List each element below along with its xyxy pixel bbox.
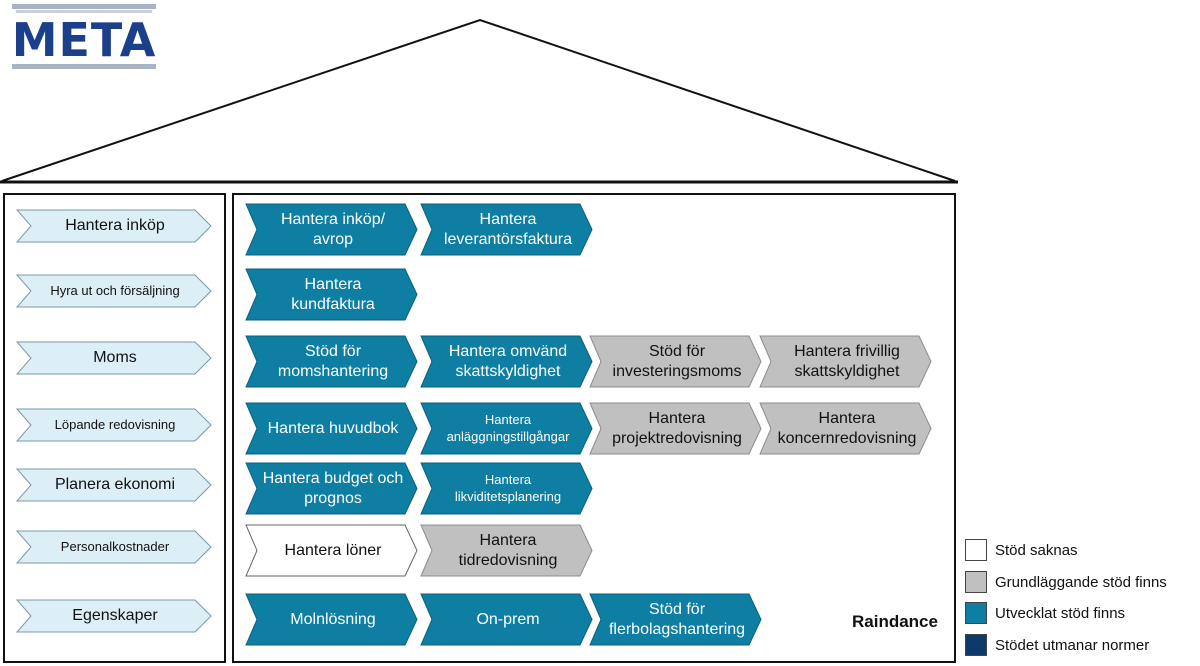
process-chevron-label: On-prem: [476, 610, 540, 628]
legend-swatch: [965, 602, 987, 624]
process-chevron: Hantera koncernredovisning: [759, 402, 932, 455]
process-chevron-shape: [245, 335, 418, 388]
process-chevron-label: Hantera frivillig skattskyldighet: [794, 342, 900, 380]
process-chevron-shape: [420, 203, 593, 256]
category-chevron: Hantera inköp: [15, 209, 212, 243]
process-chevron: Hantera likviditetsplanering: [420, 462, 593, 515]
process-chevron: Hantera budget och prognos: [245, 462, 418, 515]
legend-swatch: [965, 571, 987, 593]
legend-label: Stöd saknas: [995, 541, 1078, 559]
process-chevron-label: Hantera likviditetsplanering: [454, 472, 562, 504]
category-chevron-shape: [15, 530, 212, 564]
process-chevron: Stöd för investeringsmoms: [589, 335, 762, 388]
legend-label: Grundläggande stöd finns: [995, 573, 1167, 591]
legend-item: Stöd saknas: [965, 539, 1078, 561]
legend-item: Grundläggande stöd finns: [965, 571, 1167, 593]
process-chevron: Hantera huvudbok: [245, 402, 418, 455]
process-chevron: Stöd för flerbolagshantering: [589, 593, 762, 646]
process-chevron: Hantera projektredovisning: [589, 402, 762, 455]
category-chevron: Hyra ut och försäljning: [15, 274, 212, 308]
process-chevron: Hantera kundfaktura: [245, 268, 418, 321]
category-chevron: Planera ekonomi: [15, 468, 212, 502]
logo-graphic: [12, 4, 156, 69]
process-chevron-shape: [245, 402, 418, 455]
category-chevron: Egenskaper: [15, 599, 212, 633]
process-chevron-label: Hantera budget och prognos: [262, 469, 404, 507]
category-chevron: Löpande redovisning: [15, 408, 212, 442]
legend-item: Stödet utmanar normer: [965, 634, 1149, 656]
process-chevron-label: Stöd för flerbolagshantering: [608, 600, 746, 638]
category-chevron: Personalkostnader: [15, 530, 212, 564]
process-chevron: Stöd för momshantering: [245, 335, 418, 388]
category-chevron-label: Hyra ut och försäljning: [50, 282, 180, 298]
category-chevron-shape: [15, 599, 212, 633]
process-chevron-shape: [245, 268, 418, 321]
category-chevron-shape: [15, 209, 212, 243]
category-chevron-label: Planera ekonomi: [54, 476, 176, 493]
category-chevron-label: Moms: [93, 349, 137, 366]
process-chevron-shape: [589, 335, 762, 388]
process-chevron-shape: [245, 203, 418, 256]
process-chevron: Molnlösning: [245, 593, 418, 646]
process-chevron-shape: [759, 335, 932, 388]
category-chevron: Moms: [15, 341, 212, 375]
process-chevron-shape: [589, 402, 762, 455]
system-name-label: Raindance: [852, 612, 938, 631]
category-chevron-label: Hantera inköp: [65, 217, 165, 234]
category-column-frame: [3, 193, 226, 663]
process-chevron: On-prem: [420, 593, 593, 646]
process-chevron-shape: [245, 593, 418, 646]
process-chevron-shape: [420, 593, 593, 646]
house-roof: [0, 18, 958, 184]
legend-swatch: [965, 539, 987, 561]
process-chevron-label: Hantera leverantörsfaktura: [443, 210, 573, 248]
process-chevron: Hantera tidredovisning: [420, 524, 593, 577]
process-chevron-shape: [420, 462, 593, 515]
category-chevron-shape: [15, 341, 212, 375]
process-chevron-label: Hantera huvudbok: [267, 419, 399, 437]
category-chevron-label: Egenskaper: [72, 607, 158, 624]
process-chevron-shape: [245, 524, 418, 577]
legend-swatch: [965, 634, 987, 656]
process-chevron: Hantera frivillig skattskyldighet: [759, 335, 932, 388]
process-chevron-label: Hantera inköp/ avrop: [280, 210, 386, 248]
legend-item: Utvecklat stöd finns: [965, 602, 1125, 624]
process-chevron-shape: [420, 524, 593, 577]
legend-label: Stödet utmanar normer: [995, 636, 1150, 654]
logo-text: META: [11, 13, 157, 67]
process-chevron: Hantera anläggningstillgångar: [420, 402, 593, 455]
process-chevron-shape: [589, 593, 762, 646]
process-chevron-label: Hantera anläggningstillgångar: [446, 412, 570, 444]
category-chevron-label: Personalkostnader: [60, 538, 170, 554]
category-chevron-shape: [15, 408, 212, 442]
process-chevron-label: Hantera projektredovisning: [612, 409, 742, 447]
process-chevron-label: Hantera kundfaktura: [291, 275, 375, 313]
process-chevron-shape: [245, 462, 418, 515]
category-chevron-label: Löpande redovisning: [54, 416, 176, 432]
meta-logo: META: [8, 2, 160, 72]
process-chevron: Hantera leverantörsfaktura: [420, 203, 593, 256]
category-chevron-shape: [15, 274, 212, 308]
process-chevron: Hantera omvänd skattskyldighet: [420, 335, 593, 388]
process-chevron-label: Hantera tidredovisning: [458, 531, 558, 569]
process-chevron-label: Hantera löner: [284, 541, 382, 559]
process-chevron-label: Molnlösning: [290, 610, 376, 628]
process-chevron-label: Hantera omvänd skattskyldighet: [448, 342, 568, 380]
process-chevron: Hantera löner: [245, 524, 418, 577]
legend-label: Utvecklat stöd finns: [995, 604, 1126, 622]
process-grid-frame: [232, 193, 956, 663]
process-chevron-shape: [420, 402, 593, 455]
process-chevron: Hantera inköp/ avrop: [245, 203, 418, 256]
process-chevron-label: Stöd för investeringsmoms: [612, 342, 742, 380]
process-chevron-shape: [420, 335, 593, 388]
process-chevron-label: Stöd för momshantering: [277, 342, 389, 380]
process-chevron-shape: [759, 402, 932, 455]
category-chevron-shape: [15, 468, 212, 502]
process-chevron-label: Hantera koncernredovisning: [777, 409, 917, 447]
